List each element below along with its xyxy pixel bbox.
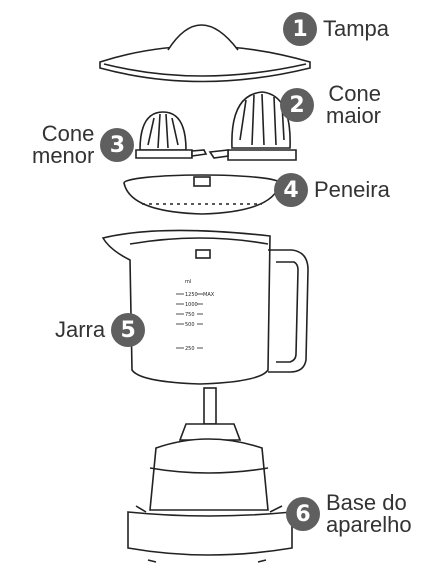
callout-3: Cone menor 3	[32, 123, 135, 167]
part-number-badge-4: 4	[274, 173, 308, 207]
jug-drawing	[101, 229, 309, 385]
part-label-tampa: Tampa	[323, 16, 390, 41]
scale-label: 750	[185, 312, 195, 318]
part-label-cone-menor: Cone menor	[32, 123, 94, 167]
scale-label: 250	[185, 346, 195, 352]
base-drawing	[127, 387, 293, 563]
lid-drawing	[99, 24, 311, 83]
part-label-line1: Cone	[41, 121, 95, 146]
jug-scale: ml MAX 1250 1000 750 500 250	[176, 279, 215, 352]
part-label-cone-maior: Cone maior	[326, 83, 381, 127]
part-number-badge-3: 3	[100, 128, 135, 162]
big-cone-drawing	[208, 91, 297, 161]
callout-1: 1 Tampa	[283, 12, 389, 46]
scale-label: 1000	[185, 302, 198, 308]
strainer-drawing	[123, 174, 281, 215]
jug-unit-label: ml	[185, 279, 191, 285]
callout-6: 6 Base do aparelho	[286, 492, 412, 536]
part-label-peneira: Peneira	[314, 177, 390, 202]
jug-max-label: MAX	[203, 292, 215, 298]
part-number-badge-6: 6	[286, 497, 320, 531]
small-cone-drawing	[135, 111, 208, 159]
part-label-line1: Base do	[326, 490, 407, 515]
part-label-line2: aparelho	[326, 512, 412, 537]
callout-5: Jarra 5	[55, 313, 146, 347]
part-label-line2: menor	[32, 143, 95, 168]
part-label-jarra: Jarra	[55, 317, 106, 342]
callout-2: 2 Cone maior	[280, 83, 381, 127]
callout-4: 4 Peneira	[274, 173, 390, 207]
scale-label: 1250	[185, 292, 198, 298]
part-number-badge-1: 1	[283, 12, 317, 46]
part-label-line2: maior	[326, 103, 382, 128]
part-number-badge-2: 2	[280, 88, 314, 122]
scale-label: 500	[185, 322, 195, 328]
part-label-base-do-aparelho: Base do aparelho	[326, 492, 412, 536]
part-number-badge-5: 5	[111, 313, 146, 347]
part-label-line1: Cone	[328, 81, 382, 106]
